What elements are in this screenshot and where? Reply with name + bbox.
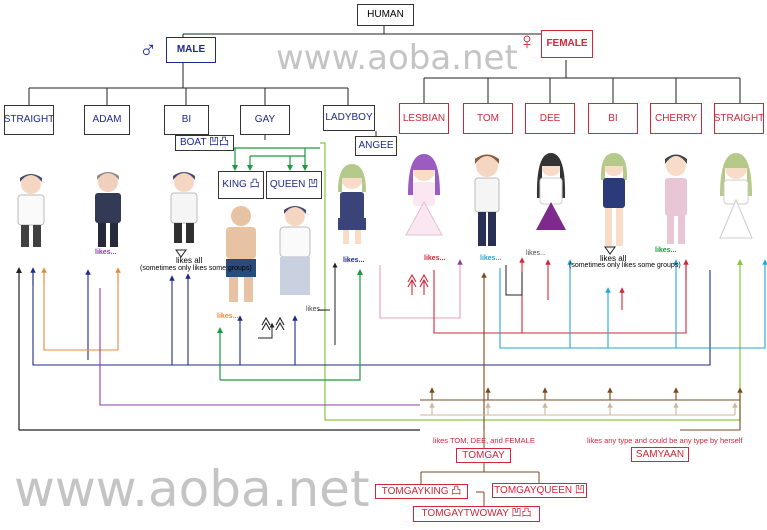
node-cherry: CHERRY	[650, 103, 702, 134]
bi-female-character	[600, 153, 628, 246]
node-male-straight: STRAIGHT	[4, 105, 54, 135]
likes-label-cherry: likes...	[655, 247, 677, 254]
node-tomgayking: TOMGAYKING 凸	[375, 484, 468, 499]
node-tom: TOM	[463, 103, 513, 134]
node-human: HUMAN	[357, 4, 414, 26]
tomgay-note: likes TOM, DEE, and FEMALE	[433, 436, 535, 445]
node-samyaan: SAMYAAN	[631, 447, 689, 462]
node-gay: GAY	[240, 105, 290, 135]
dee-character	[536, 153, 566, 230]
node-tomgaytwoway: TOMGAYTWOWAY 凹凸	[413, 506, 540, 522]
lesbian-character	[405, 154, 443, 236]
node-adam: ADAM	[84, 105, 130, 135]
sometimes-male-bi: (sometimes only likes some groups)	[140, 265, 252, 272]
likes-label-lesbian: likes...	[424, 255, 446, 262]
node-lesbian: LESBIAN	[399, 103, 449, 134]
likes-label-adam: likes...	[95, 249, 117, 256]
node-male: MALE	[166, 37, 216, 63]
node-tomgay: TOMGAY	[456, 448, 511, 463]
watermark-top: www.aoba.net	[276, 38, 518, 78]
node-king: KING 凸	[218, 171, 264, 199]
node-boat: BOAT 凹凸	[175, 135, 234, 151]
node-male-bi: BI	[164, 105, 209, 135]
likes-label-king: likes...	[217, 313, 239, 320]
likes-all-male-bi: likes all	[176, 256, 203, 265]
straight-female-character	[719, 153, 753, 239]
cherry-character	[665, 154, 687, 244]
likes-label-tom: likes...	[480, 255, 502, 262]
node-female-straight: STRAIGHT	[714, 103, 764, 134]
likes-label-ladyboy: likes...	[343, 257, 365, 264]
ladyboy-character	[338, 164, 366, 244]
likes-all-female-bi: likes all	[600, 254, 627, 263]
node-dee: DEE	[525, 103, 575, 134]
tom-character	[474, 154, 500, 246]
node-female-bi: BI	[588, 103, 638, 134]
sometimes-female-bi: (sometimes only likes some groups)	[569, 262, 681, 269]
likes-label-dee: likes...	[526, 250, 546, 257]
adam-character	[95, 172, 121, 247]
male-symbol-icon: ♂	[139, 37, 157, 64]
likes-label-queen: likes...	[306, 306, 326, 313]
node-tomgayqueen: TOMGAYQUEEN 凹	[492, 483, 587, 498]
queen-character	[279, 206, 311, 295]
watermark-bottom: www.aoba.net	[14, 460, 370, 518]
samyaan-note: likes any type and could be any type by …	[587, 436, 743, 445]
female-symbol-icon: ♀	[518, 28, 536, 55]
bi-male-character	[170, 172, 198, 243]
king-character	[226, 206, 256, 302]
node-queen: QUEEN 凹	[266, 171, 322, 199]
node-female: FEMALE	[541, 30, 593, 58]
node-ladyboy: LADYBOY	[323, 105, 375, 131]
node-angee: ANGEE	[355, 136, 397, 156]
straight-male-character	[17, 174, 45, 247]
